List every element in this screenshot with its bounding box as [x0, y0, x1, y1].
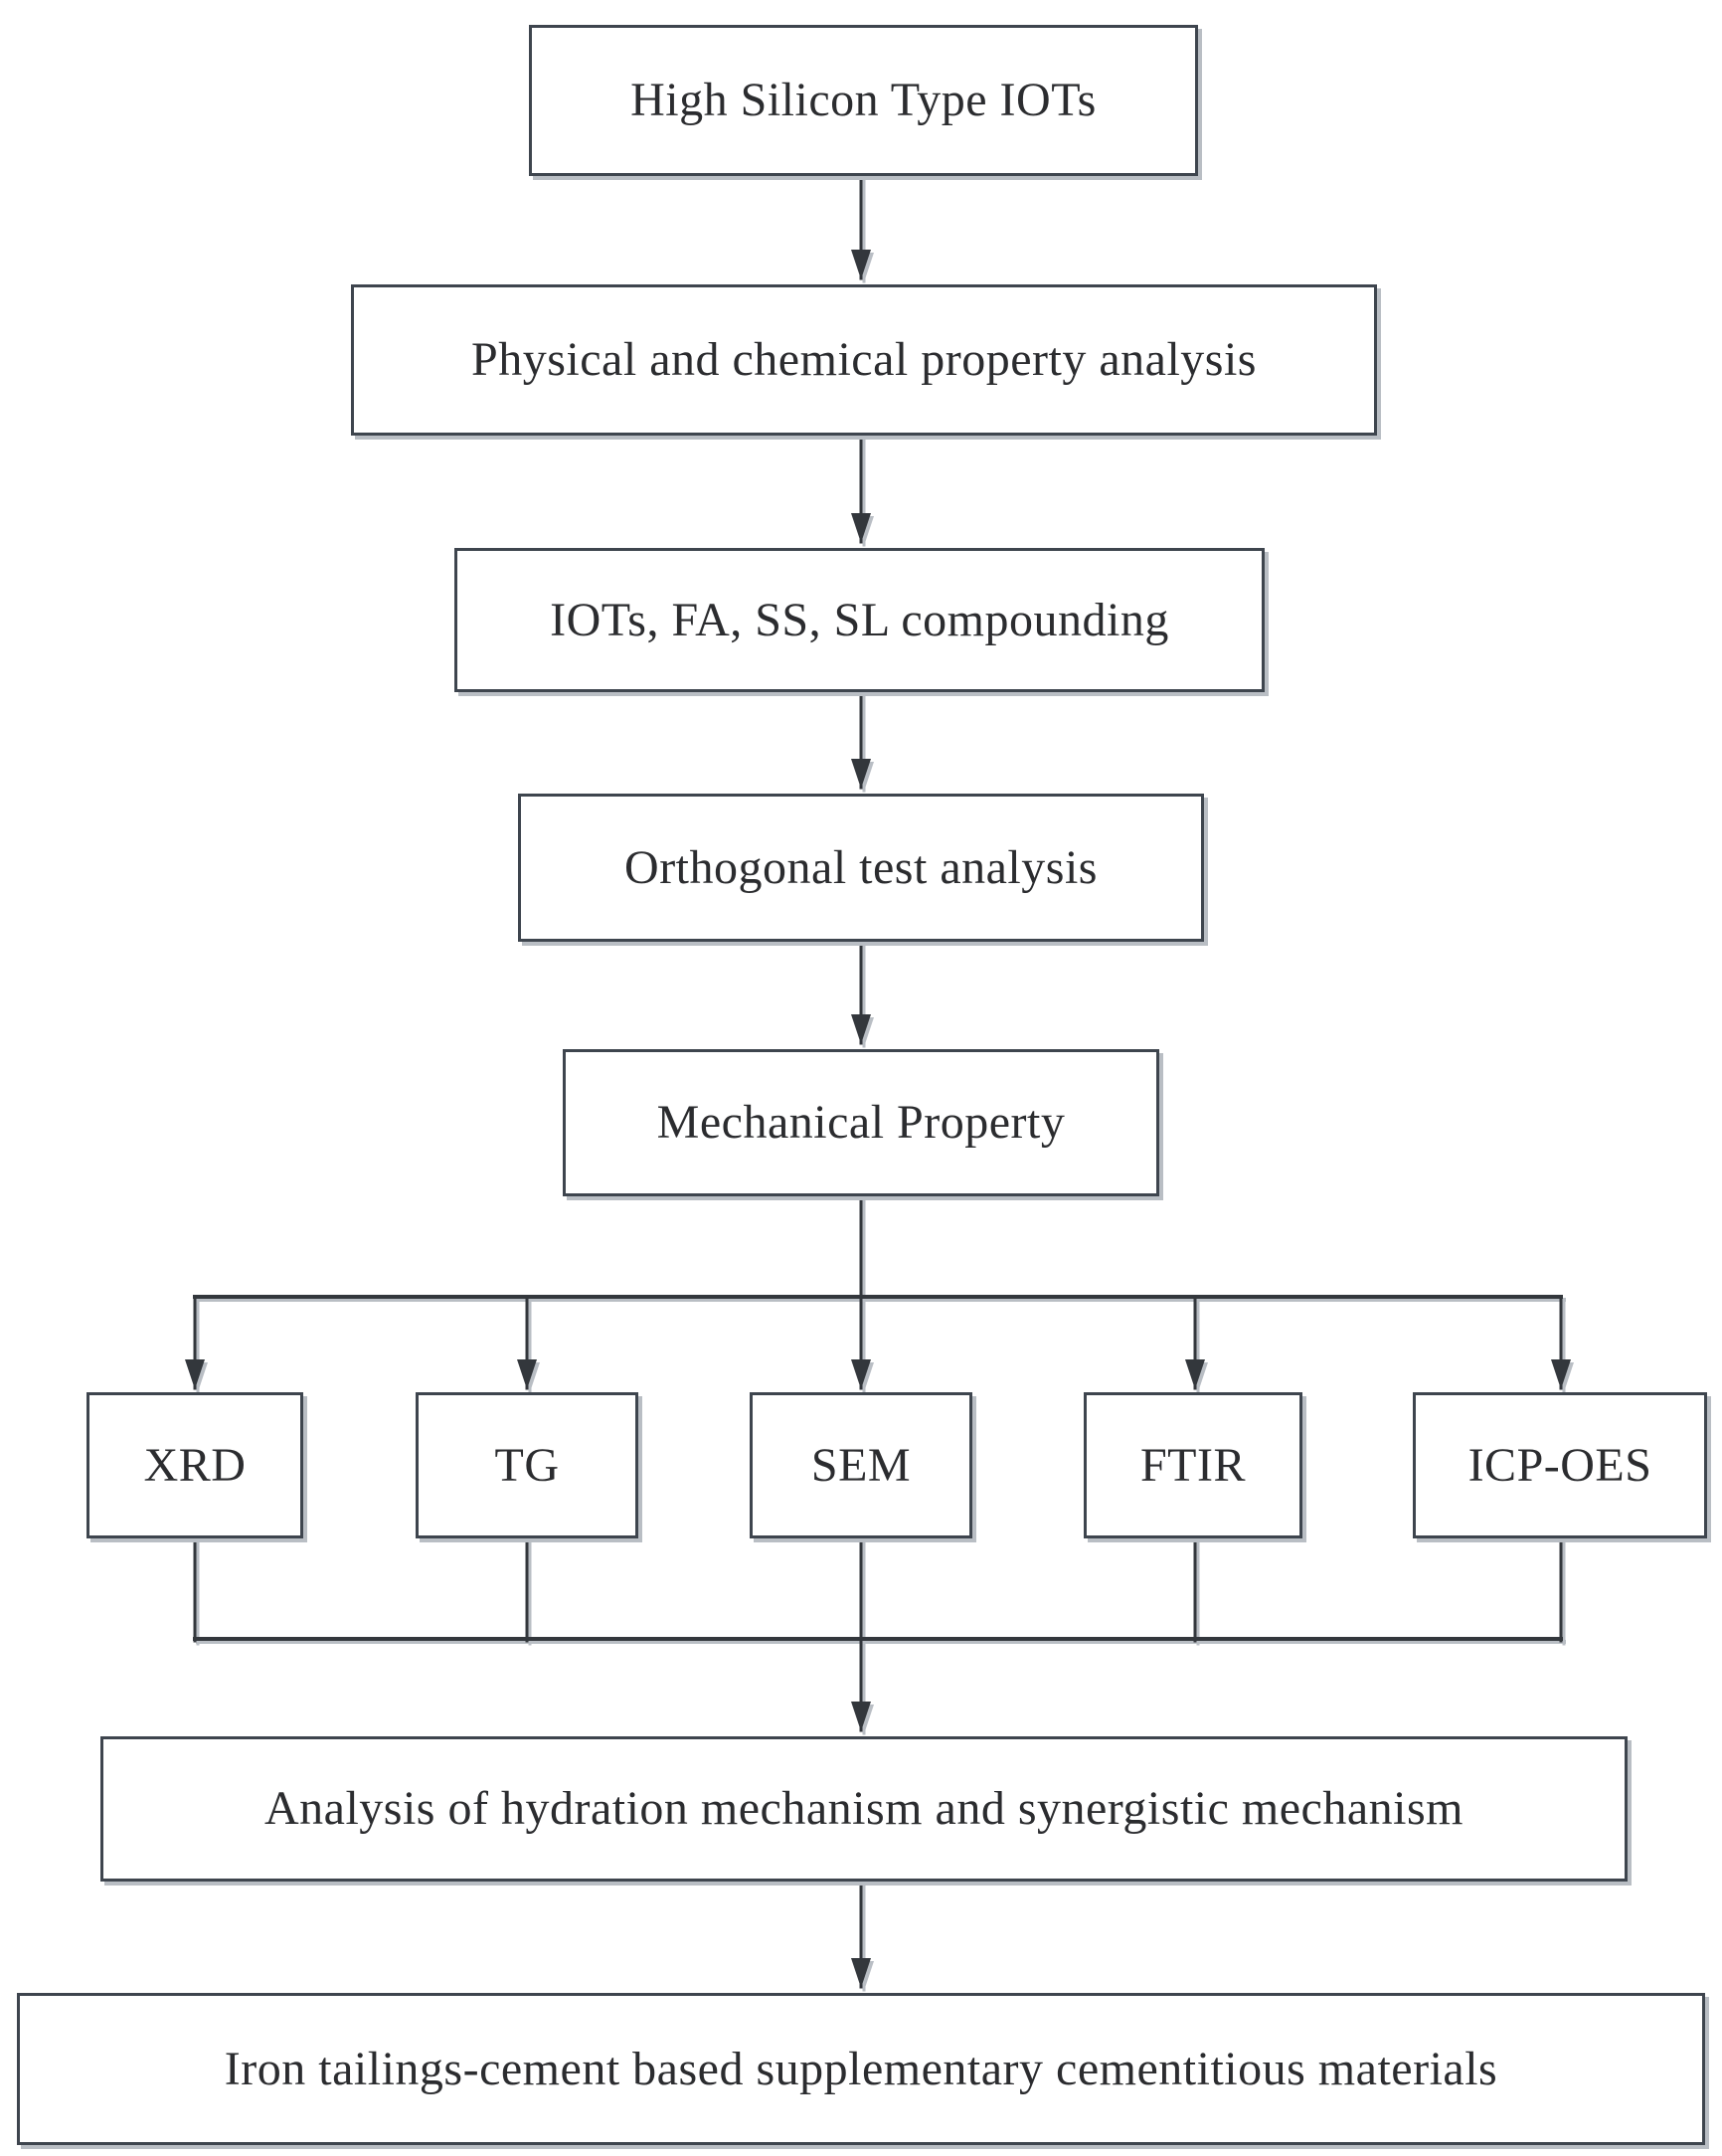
node-label: FTIR — [1139, 1438, 1246, 1492]
node-label: ICP-OES — [1467, 1438, 1652, 1492]
node-sem: SEM — [750, 1392, 972, 1538]
node-orthogonal-test-analysis: Orthogonal test analysis — [518, 794, 1204, 942]
node-tg: TG — [416, 1392, 638, 1538]
node-label: Iron tailings-cement based supplementary… — [224, 2042, 1498, 2095]
node-iots-fa-ss-sl-compounding: IOTs, FA, SS, SL compounding — [454, 548, 1265, 692]
node-xrd: XRD — [86, 1392, 303, 1538]
node-hydration-synergistic-mechanism-analysis: Analysis of hydration mechanism and syne… — [100, 1736, 1628, 1882]
node-label: TG — [494, 1438, 560, 1492]
node-label: XRD — [143, 1438, 247, 1492]
node-iron-tailings-cement-materials: Iron tailings-cement based supplementary… — [17, 1993, 1705, 2145]
node-ftir: FTIR — [1084, 1392, 1302, 1538]
node-icp-oes: ICP-OES — [1413, 1392, 1707, 1538]
node-label: Analysis of hydration mechanism and syne… — [263, 1782, 1464, 1836]
node-label: Physical and chemical property analysis — [471, 333, 1257, 387]
node-label: IOTs, FA, SS, SL compounding — [550, 593, 1169, 646]
node-label: High Silicon Type IOTs — [630, 74, 1097, 127]
node-high-silicon-type-iots: High Silicon Type IOTs — [529, 25, 1198, 176]
node-label: Orthogonal test analysis — [624, 840, 1098, 894]
node-physical-chemical-property-analysis: Physical and chemical property analysis — [351, 284, 1377, 436]
node-label: SEM — [810, 1438, 912, 1492]
node-mechanical-property: Mechanical Property — [563, 1049, 1159, 1196]
node-label: Mechanical Property — [656, 1096, 1066, 1150]
